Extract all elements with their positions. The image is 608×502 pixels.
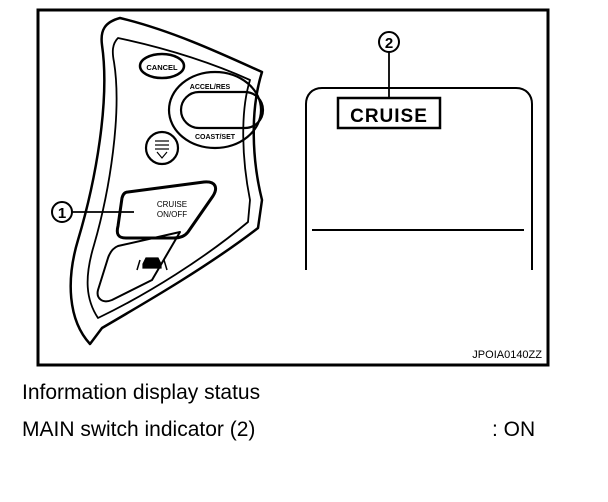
cruise-button-label-line1: CRUISE [157, 200, 187, 209]
cancel-label: CANCEL [146, 63, 178, 72]
accel-coast-switch-outer [167, 70, 263, 150]
callout-1-number: 1 [58, 205, 66, 222]
callout-2-number: 2 [385, 35, 393, 52]
cancel-button-shape [138, 52, 186, 80]
cruise-indicator-box [336, 96, 442, 130]
information-display-status-title: Information display status [22, 381, 261, 404]
coast-set-label: COAST/SET [195, 134, 236, 141]
cruise-button-label-line2: ON/OFF [157, 210, 187, 219]
distance-button-shape [144, 130, 180, 166]
switch-housing-outer [69, 16, 264, 346]
information-display-panel [305, 87, 533, 270]
cruise-control-diagram: CANCEL ACCEL/RES COAST/SET CRUISE ON/OFF… [36, 8, 550, 367]
main-switch-indicator-value: : ON [492, 418, 536, 441]
cruise-onoff-button-shape [115, 180, 218, 240]
accel-coast-switch-inner [179, 90, 265, 130]
figure-id-code: JPOIA0140ZZ [472, 349, 542, 361]
main-switch-indicator-label: MAIN switch indicator (2) [22, 418, 256, 441]
distance-icon [155, 140, 169, 159]
steering-switch-panel [69, 16, 265, 346]
cruise-indicator-text: CRUISE [350, 106, 428, 127]
switch-housing-inner [86, 37, 251, 319]
lane-button-shape [96, 231, 181, 303]
accel-res-label: ACCEL/RES [190, 84, 231, 91]
lane-assist-icon [136, 257, 168, 271]
